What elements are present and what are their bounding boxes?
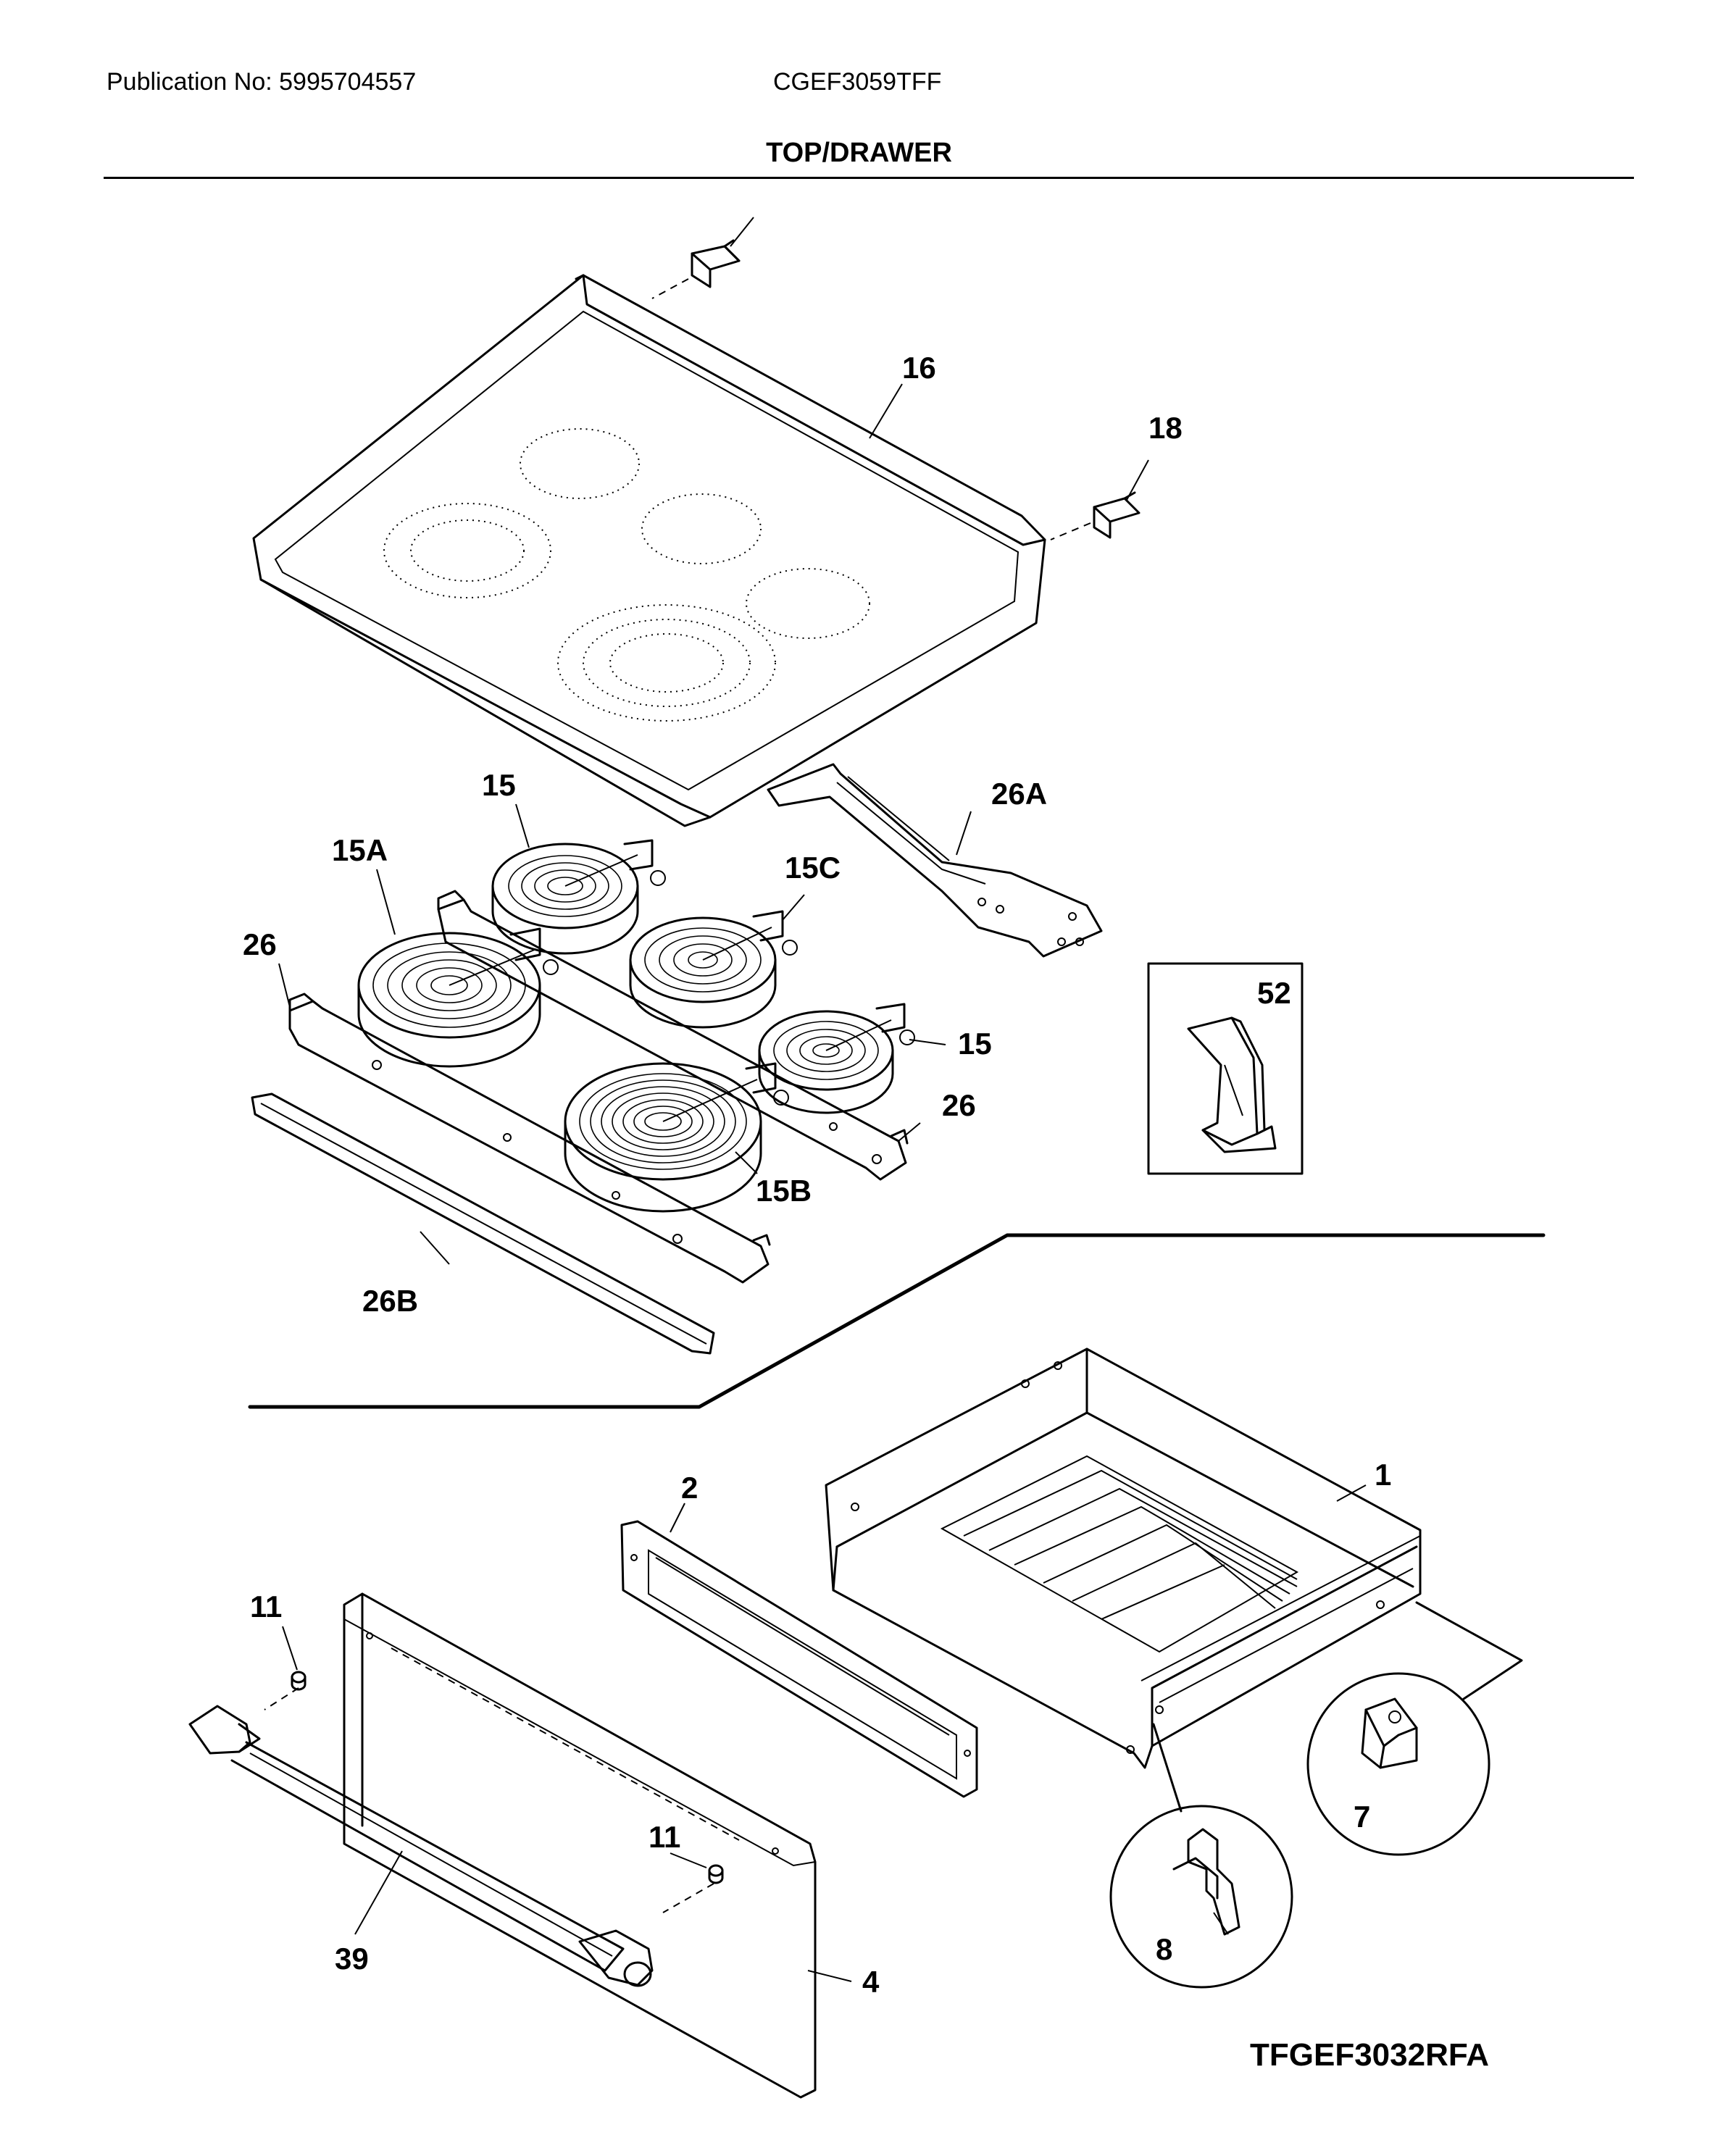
- callout-11-left: 11: [250, 1589, 282, 1624]
- publication-number: Publication No: 5995704557: [107, 68, 417, 96]
- callout-leader-lines: [278, 383, 1367, 1982]
- inset-part-52: [1147, 962, 1304, 1175]
- callout-8: 8: [1156, 1932, 1172, 1966]
- burner-rail-left-26: [288, 993, 771, 1284]
- model-number: CGEF3059TFF: [773, 68, 942, 96]
- burner-15b: [564, 1062, 789, 1213]
- screw-11-right: [662, 1864, 724, 1913]
- callout-15-right: 15: [958, 1027, 992, 1061]
- burner-15c: [629, 910, 798, 1029]
- drawer-body: [825, 1348, 1422, 1769]
- outer-door-panel: [343, 1592, 817, 2099]
- callout-11-right: 11: [649, 1820, 680, 1854]
- mounting-bracket-18: [1050, 459, 1149, 540]
- drawer-handle: [188, 1705, 654, 1987]
- callout-7: 7: [1354, 1800, 1370, 1834]
- callout-26a: 26A: [991, 777, 1047, 811]
- figure-id: TFGEF3032RFA: [1250, 2037, 1490, 2073]
- drawer-front-panel: [620, 1520, 978, 1798]
- callout-18: 18: [1148, 411, 1183, 445]
- callout-4: 4: [862, 1965, 880, 1999]
- section-title: TOP/DRAWER: [766, 138, 952, 168]
- callout-labels: 16 18 15 15A 15C 26A 26 15 26 15B 26B 52…: [243, 351, 1391, 1999]
- detail-part-7: [1306, 1601, 1523, 1856]
- callout-15c: 15C: [785, 851, 841, 885]
- burner-rail-right-26: [437, 890, 909, 1181]
- header-rule: [104, 177, 1634, 179]
- callout-39: 39: [335, 1942, 369, 1976]
- callout-15b: 15B: [756, 1174, 812, 1208]
- screw-11-left: [264, 1671, 307, 1710]
- callout-15-top: 15: [482, 768, 516, 802]
- callout-26-left: 26: [243, 927, 277, 961]
- burner-15-right: [758, 1003, 915, 1114]
- trim-strip-26b: [251, 1092, 715, 1355]
- burner-15-top: [491, 839, 666, 955]
- section-divider: [248, 1233, 1546, 1409]
- callout-2: 2: [681, 1471, 698, 1505]
- burner-15a: [357, 927, 559, 1068]
- callout-15a: 15A: [332, 833, 388, 867]
- cooktop-glass-top: [252, 274, 1046, 827]
- callout-16: 16: [902, 351, 936, 385]
- mounting-bracket-left: [651, 217, 754, 299]
- callout-26-right: 26: [942, 1088, 976, 1122]
- callout-26b: 26B: [362, 1284, 418, 1318]
- bracket-26a: [767, 763, 1103, 958]
- callout-52: 52: [1257, 976, 1291, 1010]
- detail-part-8: [1109, 1723, 1293, 1989]
- callout-1: 1: [1375, 1458, 1391, 1492]
